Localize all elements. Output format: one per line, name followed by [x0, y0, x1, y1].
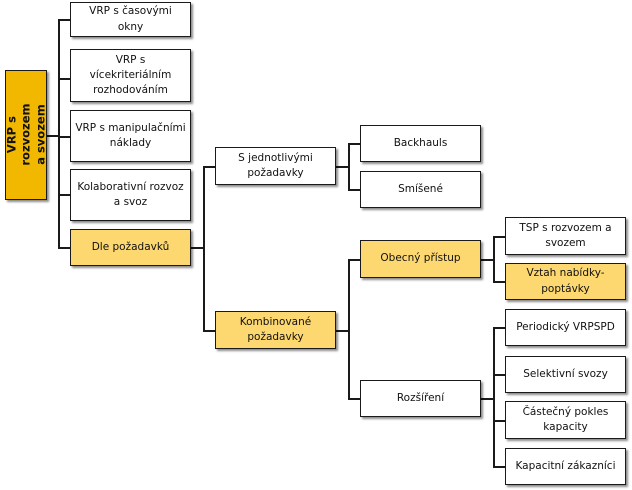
connector-line	[336, 330, 349, 332]
node-combined-demand: Kombinované požadavky	[215, 311, 336, 349]
node-capacity-customers: Kapacitní zákazníci	[505, 448, 626, 485]
node-handling-costs: VRP s manipulačními náklady	[70, 110, 191, 162]
connector-line	[58, 78, 70, 80]
node-extensions: Rozšíření	[360, 380, 481, 417]
node-tsp-pickup-delivery: TSP s rozvozem a svozem	[505, 217, 626, 255]
node-partial-capacity-drop: Částečný pokles kapacity	[505, 401, 626, 439]
connector-line	[203, 166, 205, 331]
connector-line	[58, 19, 70, 21]
root-node: VRP s rozvozem a svozem	[4, 70, 48, 200]
node-collaborative: Kolaborativní rozvoz a svoz	[70, 169, 191, 221]
root-label: VRP s rozvozem a svozem	[4, 103, 48, 167]
connector-line	[481, 259, 494, 261]
connector-line	[348, 398, 360, 400]
connector-line	[493, 374, 505, 376]
node-supply-demand: Vztah nabídky-poptávky	[505, 263, 626, 300]
connector-line	[493, 236, 495, 282]
connector-line	[203, 330, 215, 332]
connector-line	[348, 143, 360, 145]
connector-line	[348, 259, 350, 399]
connector-line	[481, 398, 494, 400]
connector-line	[493, 420, 505, 422]
connector-line	[58, 247, 70, 249]
connector-line	[336, 166, 349, 168]
node-multicriteria: VRP s vícekriteriálním rozhodováním	[70, 49, 191, 102]
connector-line	[58, 19, 60, 248]
node-general-approach: Obecný přístup	[360, 240, 481, 278]
node-periodic-vrpspd: Periodický VRPSPD	[505, 309, 626, 346]
connector-line	[348, 143, 350, 190]
connector-line	[493, 281, 505, 283]
node-backhauls: Backhauls	[360, 125, 481, 162]
node-time-windows: VRP s časovými okny	[70, 2, 191, 37]
connector-line	[493, 327, 495, 467]
connector-line	[203, 166, 215, 168]
connector-line	[191, 247, 204, 249]
connector-line	[348, 259, 360, 261]
connector-line	[493, 466, 505, 468]
node-by-demand: Dle požadavků	[70, 229, 191, 266]
connector-line	[493, 327, 505, 329]
connector-line	[47, 135, 59, 137]
node-single-demand: S jednotlivými požadavky	[215, 147, 336, 185]
connector-line	[58, 136, 70, 138]
connector-line	[493, 236, 505, 238]
node-selective-pickups: Selektivní svozy	[505, 356, 626, 393]
connector-line	[58, 194, 70, 196]
node-mixed: Smíšené	[360, 171, 481, 208]
connector-line	[348, 189, 360, 191]
